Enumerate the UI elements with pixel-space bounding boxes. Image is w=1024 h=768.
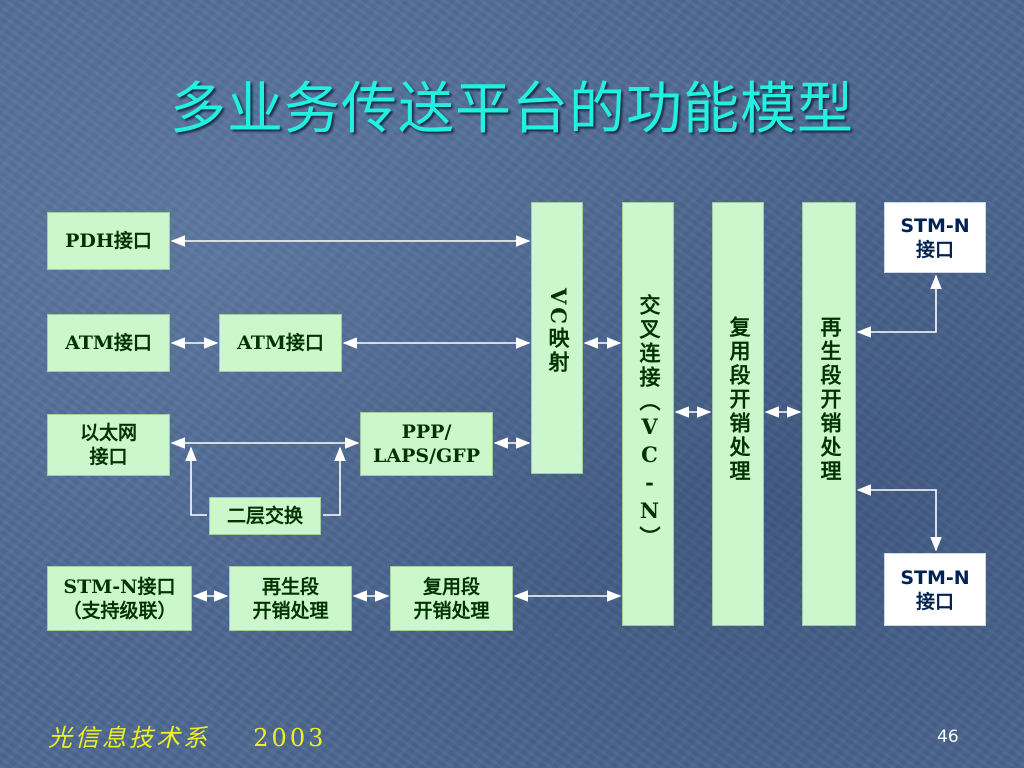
stm-n-interface-bottom: STM-N 接口 bbox=[884, 553, 986, 626]
arrow-l2-right bbox=[323, 446, 346, 516]
mux-section-small-box: 复用段 开销处理 bbox=[390, 566, 513, 631]
vc-mapping-label: VC映射 bbox=[546, 288, 571, 376]
ppp-laps-gfp-box: PPP/ LAPS/GFP bbox=[360, 412, 493, 476]
atm-interface-box-mid: ATM接口 bbox=[219, 314, 342, 372]
ethernet-interface-box: 以太网 接口 bbox=[47, 414, 170, 476]
atm-interface-box-left: ATM接口 bbox=[47, 314, 170, 372]
mux-section-label: 复用段开销处理 bbox=[727, 316, 752, 484]
arrow-regen-stm-top bbox=[856, 274, 942, 338]
stm-n-interface-top: STM-N 接口 bbox=[884, 202, 986, 273]
footer-org-name: 光信息技术系 bbox=[48, 724, 210, 752]
page-number: 46 bbox=[937, 727, 959, 747]
regen-section-box bbox=[802, 202, 856, 626]
layer2-switch-box: 二层交换 bbox=[209, 497, 321, 535]
regen-section-label: 再生段开销处理 bbox=[818, 316, 843, 484]
cross-connect-label: 交叉连接（VC-N） bbox=[637, 294, 662, 550]
cross-connect-box bbox=[622, 202, 674, 626]
slide-title: 多业务传送平台的功能模型 bbox=[170, 77, 854, 142]
arrow-l2-left bbox=[185, 446, 207, 516]
stm-cascade-interface-box: STM-N接口 （支持级联） bbox=[47, 566, 192, 631]
regen-section-small-box: 再生段 开销处理 bbox=[229, 566, 352, 631]
pdh-interface-box: PDH接口 bbox=[47, 212, 170, 270]
footer-org: 光信息技术系 2003 bbox=[48, 718, 326, 753]
footer-year: 2003 bbox=[253, 724, 327, 752]
vc-mapping-box bbox=[531, 202, 583, 474]
arrow-regen-stm-bottom bbox=[856, 484, 942, 552]
mux-section-box bbox=[712, 202, 764, 626]
